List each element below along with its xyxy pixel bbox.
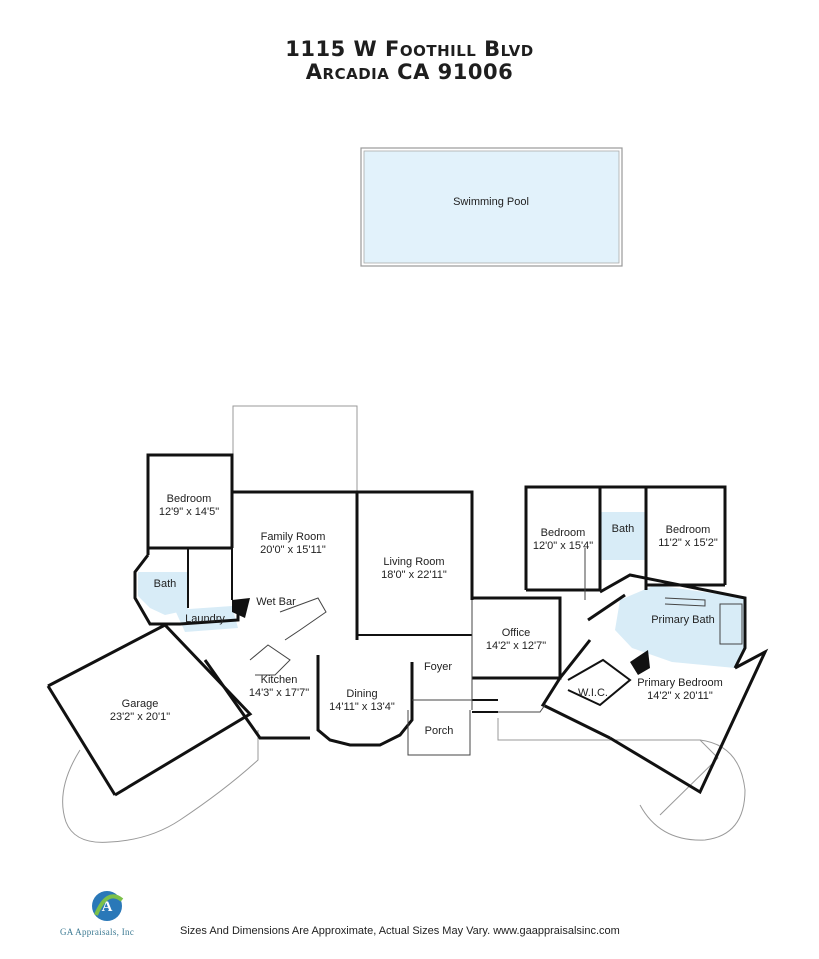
porch-name: Porch (425, 725, 454, 737)
interior-lines (249, 548, 743, 756)
ga-logo-icon: A (92, 891, 124, 921)
bedroom-mid-dims: 12'0" x 15'4" (533, 540, 593, 552)
bath-mid-name: Bath (612, 523, 635, 535)
bedroom-right-name: Bedroom (666, 524, 711, 536)
address-line-2: Arcadia CA 91006 (305, 60, 514, 84)
laundry-name: Laundry (185, 613, 225, 625)
garage-dims: 23'2" x 20'1" (110, 711, 170, 723)
family-room-name: Family Room (261, 531, 326, 543)
primary-bedroom-dims: 14'2" x 20'11" (647, 690, 713, 702)
footer-disclaimer: Sizes And Dimensions Are Approximate, Ac… (180, 925, 620, 937)
right-yard-step (659, 739, 719, 816)
primary-bath-floor (615, 585, 745, 668)
office-dims: 14'2" x 12'7" (486, 640, 546, 652)
office-name: Office (502, 627, 531, 639)
primary-bath-closet (630, 650, 650, 675)
family-room-dims: 20'0" x 15'11" (260, 544, 326, 556)
laundry-floor (175, 606, 238, 632)
garage-name: Garage (122, 698, 159, 710)
bedroom-mid-name: Bedroom (541, 527, 586, 539)
room-labels: Swimming Pool Bedroom 12'9" x 14'5" Fami… (110, 196, 723, 737)
kitchen-name: Kitchen (261, 674, 298, 686)
dining-dims: 14'11" x 13'4" (329, 701, 395, 713)
walls (46, 453, 769, 797)
svg-text:A: A (102, 899, 113, 915)
primary-bath-name: Primary Bath (651, 614, 715, 626)
bath-left-floor (138, 572, 188, 615)
wic-name: W.I.C. (578, 687, 608, 699)
address-line-1: 1115 W Foothill Blvd (285, 37, 534, 61)
kitchen-dims: 14'3" x 17'7" (249, 687, 309, 699)
bedroom-left-name: Bedroom (167, 493, 212, 505)
foyer-name: Foyer (424, 661, 452, 673)
dining-name: Dining (346, 688, 377, 700)
wet-bar-counter (232, 598, 250, 618)
patio-outline (232, 405, 358, 492)
bedroom-left-dims: 12'9" x 14'5" (159, 506, 219, 518)
swimming-pool (360, 147, 623, 267)
wet-bar-name: Wet Bar (256, 596, 296, 608)
left-yard-curve (62, 730, 259, 843)
living-room-name: Living Room (383, 556, 444, 568)
bath-mid-floor (600, 512, 646, 560)
primary-bedroom-name: Primary Bedroom (637, 677, 723, 689)
living-room-dims: 18'0" x 22'11" (381, 569, 447, 581)
logo-text: GA Appraisals, Inc (60, 927, 135, 937)
bath-left-name: Bath (154, 578, 177, 590)
bedroom-right-dims: 11'2" x 15'2" (658, 537, 718, 549)
pool-label: Swimming Pool (453, 196, 529, 208)
right-yard-curve (497, 718, 746, 841)
